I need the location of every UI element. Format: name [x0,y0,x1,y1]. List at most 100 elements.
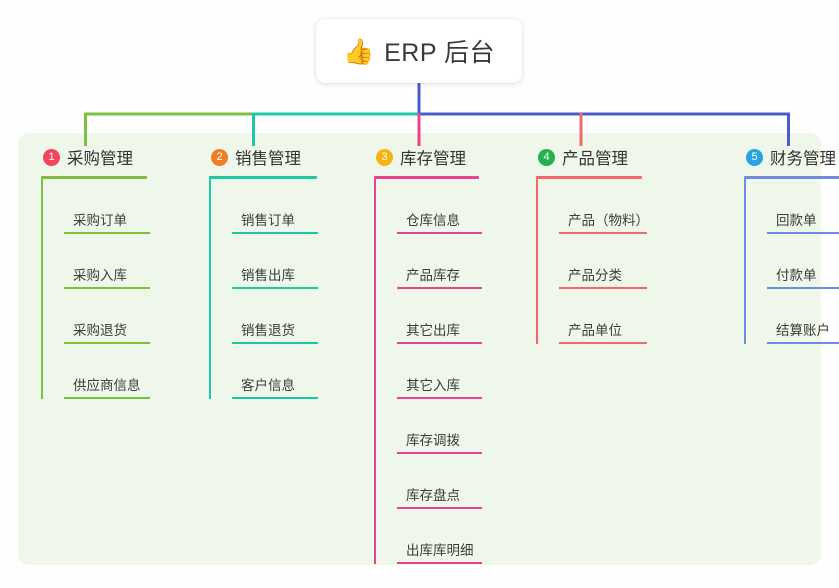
leaf-label: 库存调拨 [406,433,460,448]
leaf-underline [767,232,839,234]
branch-badge-4: 4 [538,148,555,166]
leaf-label: 采购订单 [73,213,127,228]
leaf-underline [559,232,647,234]
leaf-item[interactable]: 采购退货 [64,289,150,344]
branch-title-2: 销售管理 [235,150,301,168]
leaf-label: 回款单 [776,213,817,228]
branch-title-1: 采购管理 [67,150,133,168]
leaf-label: 销售退货 [241,323,295,338]
leaf-underline [64,287,150,289]
leaf-item[interactable]: 付款单 [767,234,839,289]
leaf-item[interactable]: 产品（物料） [559,179,649,234]
leaf-label: 产品（物料） [568,213,649,228]
leaf-item[interactable]: 回款单 [767,179,839,234]
branch-title-4: 产品管理 [562,150,628,168]
leaf-item[interactable]: 出库库明细 [397,509,482,564]
leaf-list-4: 产品（物料） 产品分类产品单位 [536,179,649,344]
leaf-label: 其它入库 [406,378,460,393]
leaf-label: 库存盘点 [406,488,460,503]
leaf-label: 销售订单 [241,213,295,228]
leaf-item[interactable]: 销售退货 [232,289,318,344]
leaf-underline [64,232,150,234]
leaf-underline [232,287,318,289]
leaf-underline [232,232,318,234]
root-node-content: 👍 ERP 后台 [343,33,495,69]
leaf-underline [397,452,482,454]
root-title: ERP 后台 [384,39,496,67]
leaf-underline [397,232,482,234]
leaf-label: 供应商信息 [73,378,141,393]
leaf-list-1: 采购订单采购入库采购退货供应商信息 [41,179,150,399]
leaf-item[interactable]: 采购入库 [64,234,150,289]
leaf-item[interactable]: 采购订单 [64,179,150,234]
branch-header-1[interactable]: 1 采购管理 [41,143,147,171]
root-node[interactable]: 👍 ERP 后台 [316,19,522,83]
branch-column-3: 3 库存管理仓库信息产品库存其它出库其它入库库存调拨库存盘点出库库明细 [374,143,482,564]
branch-underline-5 [744,176,839,179]
branch-title-5: 财务管理 [770,150,836,168]
leaf-label: 付款单 [776,268,817,283]
leaf-item[interactable]: 其它出库 [397,289,482,344]
branch-badge-3: 3 [376,148,393,166]
branch-column-1: 1 采购管理采购订单采购入库采购退货供应商信息 [41,143,150,399]
leaf-label: 结算账户 [776,323,830,338]
branch-column-5: 5 财务管理回款单付款单结算账户 [744,143,839,344]
leaf-underline [397,342,482,344]
branch-title-3: 库存管理 [400,150,466,168]
branch-header-4[interactable]: 4 产品管理 [536,143,649,171]
leaf-item[interactable]: 库存调拨 [397,399,482,454]
leaf-underline [232,342,318,344]
branch-spine-1 [41,179,43,399]
leaf-list-2: 销售订单销售出库销售退货客户信息 [209,179,318,399]
leaf-item[interactable]: 产品库存 [397,234,482,289]
leaf-item[interactable]: 产品单位 [559,289,649,344]
branch-underline-3 [374,176,479,179]
branch-header-3[interactable]: 3 库存管理 [374,143,479,171]
leaf-item[interactable]: 客户信息 [232,344,318,399]
branch-badge-2: 2 [211,148,228,166]
leaf-item[interactable]: 结算账户 [767,289,839,344]
branch-underline-4 [536,176,642,179]
leaf-underline [397,287,482,289]
leaf-item[interactable]: 供应商信息 [64,344,150,399]
leaf-item[interactable]: 销售订单 [232,179,318,234]
leaf-list-3: 仓库信息产品库存其它出库其它入库库存调拨库存盘点出库库明细 [374,179,482,564]
leaf-underline [232,397,318,399]
leaf-label: 出库库明细 [406,543,474,558]
leaf-underline [397,562,482,564]
branch-badge-1: 1 [43,148,60,166]
branch-spine-3 [374,179,376,564]
leaf-underline [559,287,647,289]
branch-underline-2 [209,176,317,179]
leaf-item[interactable]: 仓库信息 [397,179,482,234]
leaf-item[interactable]: 其它入库 [397,344,482,399]
leaf-underline [64,397,150,399]
leaf-underline [397,507,482,509]
branch-header-5[interactable]: 5 财务管理 [744,143,839,171]
leaf-item[interactable]: 产品分类 [559,234,649,289]
leaf-item[interactable]: 库存盘点 [397,454,482,509]
branch-header-2[interactable]: 2 销售管理 [209,143,317,171]
leaf-label: 采购入库 [73,268,127,283]
leaf-underline [559,342,647,344]
leaf-label: 采购退货 [73,323,127,338]
leaf-underline [767,342,839,344]
diagram-panel [18,133,821,565]
branch-column-2: 2 销售管理销售订单销售出库销售退货客户信息 [209,143,318,399]
branch-column-4: 4 产品管理产品（物料） 产品分类产品单位 [536,143,649,344]
thumbs-up-icon: 👍 [342,36,375,66]
branch-spine-5 [744,179,746,344]
leaf-list-5: 回款单付款单结算账户 [744,179,839,344]
branch-badge-5: 5 [746,148,763,166]
leaf-item[interactable]: 销售出库 [232,234,318,289]
leaf-label: 产品分类 [568,268,622,283]
leaf-label: 其它出库 [406,323,460,338]
leaf-label: 产品单位 [568,323,622,338]
leaf-label: 产品库存 [406,268,460,283]
leaf-label: 客户信息 [241,378,295,393]
branch-spine-2 [209,179,211,399]
leaf-label: 仓库信息 [406,213,460,228]
branch-spine-4 [536,179,538,344]
leaf-underline [767,287,839,289]
